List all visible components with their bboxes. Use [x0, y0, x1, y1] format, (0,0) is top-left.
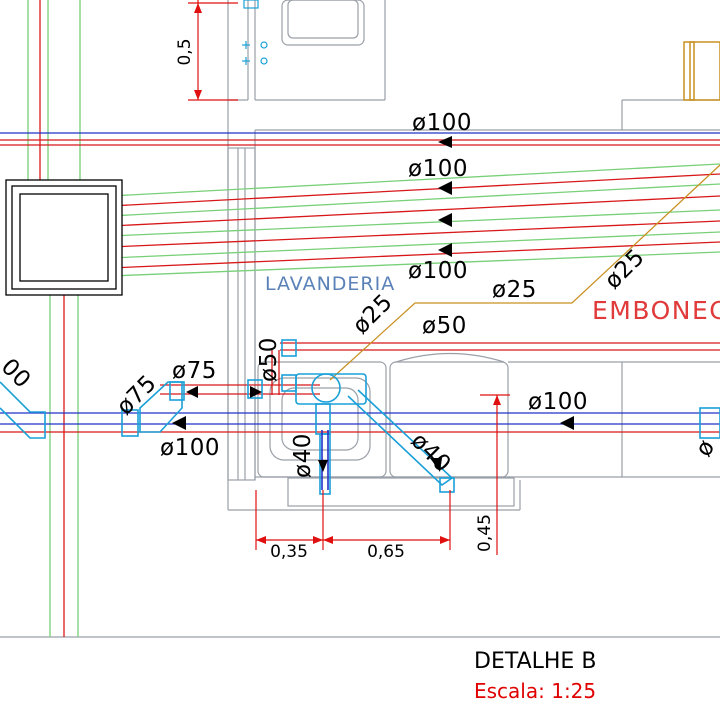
dim-0-35: 0,35 — [270, 542, 308, 562]
fittings — [0, 339, 720, 495]
green-conduits — [27, 0, 720, 637]
detail-title: DETALHE B — [474, 649, 596, 674]
walls — [0, 0, 720, 638]
pipe-label-100-mid: ø100 — [408, 258, 468, 284]
faucet-symbols — [242, 0, 268, 65]
room-label-laundry: LAVANDERIA — [265, 273, 395, 295]
flow-arrows — [172, 136, 574, 472]
pipe-label-25-diag-left: ø25 — [348, 289, 398, 339]
gas-lines — [329, 164, 720, 381]
inspection-box — [5, 179, 123, 296]
dim-0-65: 0,65 — [367, 542, 405, 562]
pipe-label-100-main-left: ø100 — [160, 435, 220, 461]
pipe-label-100-main-right: ø100 — [528, 389, 588, 415]
pipe-label-40-diag: ø40 — [406, 428, 456, 478]
detail-scale: Escala: 1:25 — [474, 679, 596, 703]
pipe-label-25-diag-right: ø25 — [600, 244, 650, 294]
pipe-label-50-vert: ø50 — [256, 337, 282, 382]
pipe-label-edge-right: ø — [691, 435, 720, 461]
pipe-label-100-top-a: ø100 — [412, 110, 472, 136]
room-label-emboneco: EMBONEC — [592, 296, 720, 325]
pipe-label-50-horiz: ø50 — [422, 313, 467, 339]
blue-pipes — [0, 132, 720, 425]
pipe-label-75-horiz: ø75 — [172, 358, 217, 384]
pipe-label-40-vert: ø40 — [290, 433, 316, 478]
dimension-ticks — [194, 3, 501, 544]
appliance-outline — [683, 41, 720, 101]
dim-0-45: 0,45 — [475, 514, 495, 552]
red-pipes — [0, 0, 720, 637]
pipe-label-25-horiz: ø25 — [492, 277, 537, 303]
dim-0-5: 0,5 — [175, 38, 195, 65]
pipe-label-100-top-b: ø100 — [408, 156, 468, 182]
